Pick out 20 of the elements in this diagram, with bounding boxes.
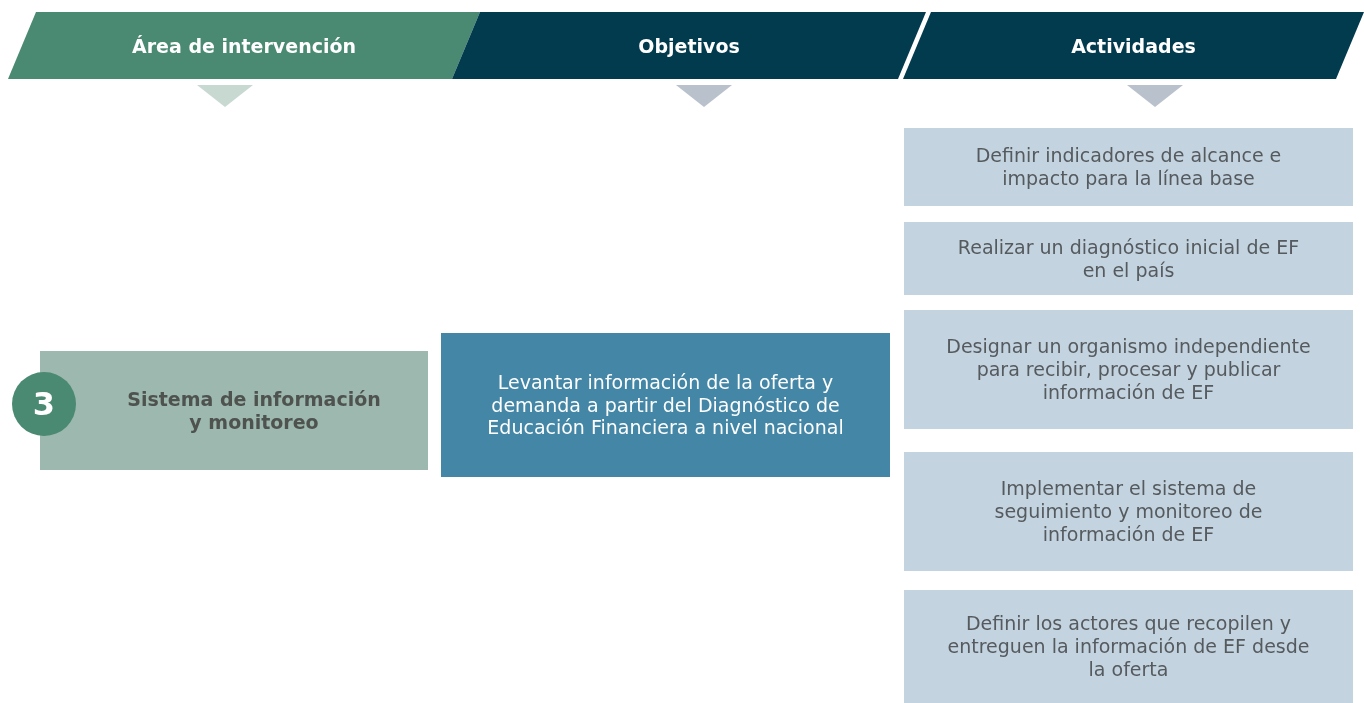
objective-box <box>441 333 890 477</box>
activity-box <box>904 128 1353 206</box>
box-text: Designar un organismo independiente para recibir, procesar y publicar información de EF <box>945 335 1312 404</box>
step-number: 3 <box>32 385 56 423</box>
box-text: Realizar un diagnóstico inicial de EF en el país <box>956 235 1301 282</box>
box-text: Sistema de información y monitoreo <box>126 387 382 434</box>
column-heading: Actividades <box>1071 34 1196 57</box>
box-text: Definir indicadores de alcance e impacto para la línea base <box>974 144 1283 190</box>
header-band <box>8 12 480 79</box>
box-text: Levantar información de la oferta y demanda a partir del Diagnóstico de Educación Financiera a nivel nacional <box>486 370 845 440</box>
activity-box <box>904 452 1353 571</box>
activity-box <box>904 590 1353 703</box>
column-heading: Área de intervención <box>132 34 356 57</box>
header-band <box>452 12 926 79</box>
column-heading: Objetivos <box>638 34 740 57</box>
activity-box <box>904 310 1353 429</box>
box-text: Implementar el sistema de seguimiento y monitoreo de información de EF <box>993 477 1264 546</box>
header-band <box>903 12 1364 79</box>
activity-box <box>904 222 1353 295</box>
box-text: Definir los actores que recopilen y entreguen la información de EF desde la oferta <box>946 612 1311 681</box>
